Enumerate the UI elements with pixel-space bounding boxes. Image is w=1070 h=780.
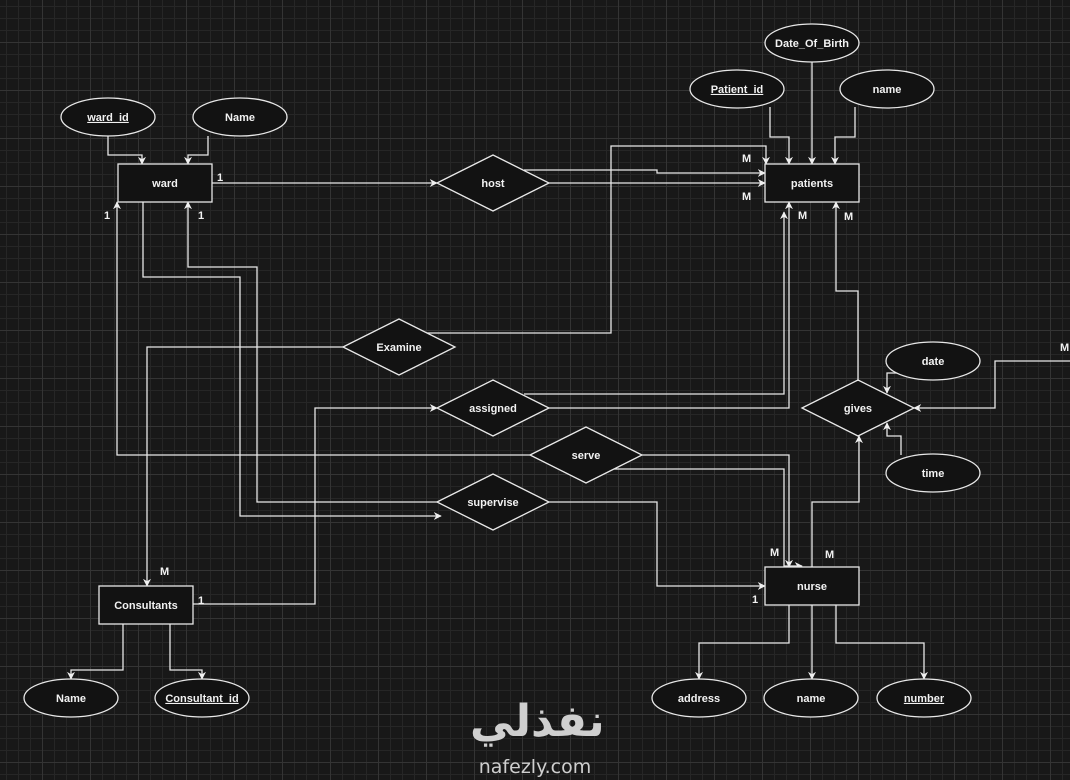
cardinality-patients-host: M	[742, 191, 751, 203]
edge-serve-ward[interactable]	[113, 201, 530, 456]
attribute-date-of-birth[interactable]: Date_Of_Birth	[764, 23, 860, 63]
edge-time-gives[interactable]	[883, 422, 902, 455]
edge-name-patients[interactable]	[831, 107, 856, 165]
entity-nurse[interactable]: nurse	[764, 566, 860, 606]
cardinality-nurse-serve: M	[770, 547, 779, 559]
edge-wardid-ward[interactable]	[107, 136, 146, 165]
cardinality-labels: 1 1 1 M M M M M 1 M M 1 M	[104, 153, 1069, 607]
attribute-consultant-name[interactable]: Name	[23, 678, 119, 718]
edge-patientid-patients[interactable]	[769, 107, 793, 165]
edge-wardname-ward[interactable]	[184, 136, 209, 165]
cardinality-ward-serve: 1	[104, 210, 110, 222]
attribute-label: address	[678, 693, 720, 705]
cardinality-nurse-supervise: 1	[752, 594, 758, 606]
edge-gives-patients[interactable]	[832, 201, 859, 380]
attribute-date[interactable]: date	[885, 341, 981, 381]
cardinality-patients-assigned: M	[798, 210, 807, 222]
cardinality-consultants-examine: M	[160, 566, 169, 578]
edge-offscreen-gives[interactable]	[913, 360, 1070, 412]
edge-ward-supervise[interactable]	[142, 202, 442, 520]
edges	[67, 62, 1070, 680]
edge-assigned-patients-1[interactable]	[549, 201, 793, 409]
relationship-supervise[interactable]: supervise	[435, 473, 551, 531]
attribute-label: Consultant_id	[165, 693, 238, 705]
entity-label: ward	[151, 178, 178, 190]
attribute-time[interactable]: time	[885, 453, 981, 493]
attribute-nurse-name[interactable]: name	[763, 678, 859, 718]
attribute-label: name	[797, 693, 826, 705]
edge-date-gives[interactable]	[883, 372, 898, 394]
relationship-label: supervise	[467, 497, 518, 509]
attribute-label: time	[922, 468, 945, 480]
edge-host-patients-2[interactable]	[524, 169, 766, 177]
relationship-label: gives	[844, 403, 872, 415]
attribute-ward-id[interactable]: ward_id	[60, 97, 156, 137]
relationship-label: host	[481, 178, 505, 190]
edge-nurse-address[interactable]	[695, 605, 790, 680]
attribute-number[interactable]: number	[876, 678, 972, 718]
relationship-gives[interactable]: gives	[800, 379, 916, 437]
watermark-logo-url: nafezly.com	[478, 756, 592, 778]
cardinality-ward-host: 1	[217, 172, 223, 184]
relationship-label: serve	[572, 450, 601, 462]
edge-assigned-patients-2[interactable]	[524, 211, 788, 395]
attribute-label: Date_Of_Birth	[775, 38, 849, 50]
attribute-label: Name	[56, 693, 86, 705]
relationship-host[interactable]: host	[435, 154, 551, 212]
relationship-label: assigned	[469, 403, 517, 415]
edge-supervise-nurse[interactable]	[549, 501, 766, 590]
cardinality-patients-gives: M	[844, 211, 853, 223]
entity-patients[interactable]: patients	[764, 163, 860, 203]
attribute-ward-name[interactable]: Name	[192, 97, 288, 137]
edge-consultants-assigned[interactable]	[193, 404, 438, 605]
cardinality-consultants-assigned: 1	[198, 595, 204, 607]
watermark-logo-arabic: نفذلي	[470, 696, 605, 747]
cardinality-ward-supervise: 1	[198, 210, 204, 222]
edge-nurse-gives[interactable]	[811, 435, 863, 567]
edge-supervise-ward[interactable]	[184, 201, 437, 503]
attribute-label: number	[904, 693, 945, 705]
entity-consultants[interactable]: Consultants	[98, 585, 194, 625]
relationship-serve[interactable]: serve	[528, 426, 644, 484]
edge-consultants-id[interactable]	[169, 624, 206, 680]
relationship-examine[interactable]: Examine	[341, 318, 457, 376]
cardinality-patients-examine: M	[742, 153, 751, 165]
entity-label: nurse	[797, 581, 827, 593]
attribute-label: name	[873, 84, 902, 96]
relationship-assigned[interactable]: assigned	[435, 379, 551, 437]
edge-examine-consultants[interactable]	[143, 346, 343, 587]
relationship-label: Examine	[376, 342, 421, 354]
edge-examine-patients[interactable]	[427, 145, 770, 334]
attribute-label: ward_id	[86, 112, 129, 124]
edge-serve-nurse-1[interactable]	[642, 454, 793, 568]
attribute-label: Name	[225, 112, 255, 124]
edge-serve-nurse-2[interactable]	[614, 468, 803, 570]
attribute-label: date	[922, 356, 945, 368]
attribute-address[interactable]: address	[651, 678, 747, 718]
attribute-patient-name[interactable]: name	[839, 69, 935, 109]
entity-ward[interactable]: ward	[117, 163, 213, 203]
attribute-consultant-id[interactable]: Consultant_id	[154, 678, 250, 718]
entity-label: Consultants	[114, 600, 178, 612]
cardinality-nurse-gives: M	[825, 549, 834, 561]
edge-consultants-name[interactable]	[67, 624, 124, 680]
attribute-label: Patient_id	[711, 84, 764, 96]
edge-nurse-number[interactable]	[835, 605, 928, 680]
cardinality-gives-offscreen: M	[1060, 342, 1069, 354]
attribute-patient-id[interactable]: Patient_id	[689, 69, 785, 109]
entity-label: patients	[791, 178, 833, 190]
